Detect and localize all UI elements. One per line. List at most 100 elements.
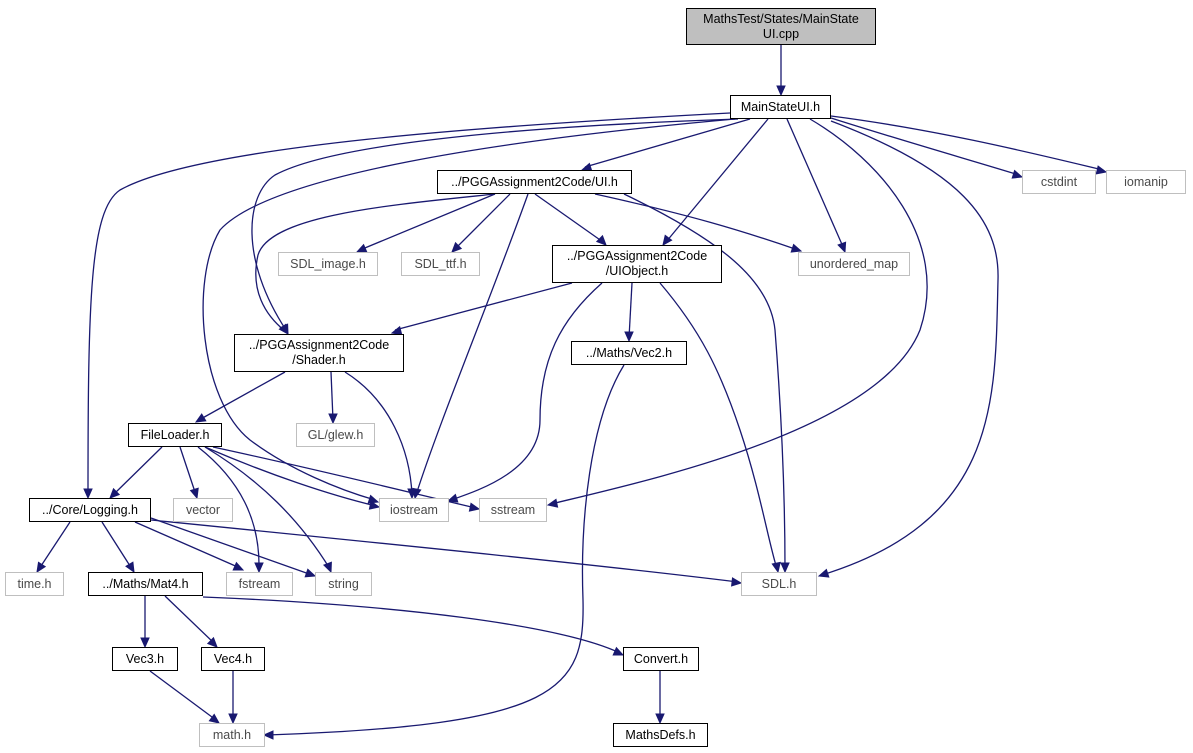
node-label: FileLoader.h [140, 427, 210, 442]
node-label: Vec3.h [125, 651, 165, 666]
node-unordered-map: unordered_map [798, 252, 910, 276]
arrowhead-uiobject-to-vec2 [624, 331, 634, 343]
arrowhead-mat4-to-convert [612, 646, 625, 656]
node-label: SDL_ttf.h [414, 256, 467, 271]
edge-uiobject-to-sdl [659, 282, 778, 570]
edge-mainstate-to-shader [251, 118, 739, 331]
edge-ui-to-sdl [623, 193, 786, 570]
node-label: vector [185, 502, 221, 517]
node-uiobject-h[interactable]: ../PGGAssignment2Code /UIObject.h [552, 245, 722, 283]
node-sdl-image-h: SDL_image.h [278, 252, 378, 276]
node-mainstate-ui-h[interactable]: MainStateUI.h [730, 95, 831, 119]
edge-shader-to-glew [330, 371, 334, 421]
node-label-line: UI.cpp [762, 26, 800, 41]
arrowhead-vec4-to-math [228, 713, 238, 725]
edge-ui-to-shader [255, 193, 496, 332]
node-label: ../Core/Logging.h [42, 502, 138, 517]
node-label-line: ../PGGAssignment2Code [248, 338, 390, 352]
edge-logging-to-mat4 [101, 521, 133, 570]
arrowhead-ui-to-sdl [780, 562, 790, 574]
edge-ui-to-sdlimage [359, 193, 496, 251]
node-label: ../Maths/Vec2.h [585, 345, 673, 360]
node-label: iomanip [1124, 174, 1168, 189]
node-label-line: MathsTest/States/MainState [703, 11, 859, 26]
node-convert-h[interactable]: Convert.h [623, 647, 699, 671]
node-label: MainStateUI.h [740, 99, 821, 114]
node-label: Vec4.h [213, 651, 253, 666]
arrowhead-logging-to-fstream [232, 561, 245, 571]
arrowhead-logging-to-mat4 [125, 561, 135, 574]
arrowhead-mainstate-to-sdl [817, 568, 830, 578]
arrowhead-ui-to-shader [278, 323, 289, 335]
node-label: math.h [212, 727, 252, 742]
arrowhead-logging-to-string [304, 568, 317, 578]
edge-fileloader-to-vector [179, 446, 197, 496]
node-vec3-h[interactable]: Vec3.h [112, 647, 178, 671]
edge-ui-to-unordered [594, 193, 799, 251]
node-vec2-h[interactable]: ../Maths/Vec2.h [571, 341, 687, 365]
arrowhead-fileloader-to-iostream [368, 500, 381, 510]
arrowhead-shader-to-fileloader [194, 413, 207, 423]
edge-mat4-to-vec4 [164, 595, 216, 645]
arrowhead-vec3-to-math [208, 713, 220, 724]
node-iostream: iostream [379, 498, 449, 522]
node-label: fstream [238, 576, 281, 591]
arrowhead-mainstate-to-sstream [546, 498, 559, 508]
arrowhead-fileloader-to-string [322, 561, 332, 574]
edge-fileloader-to-string [204, 446, 331, 570]
node-label: SDL_image.h [290, 256, 366, 271]
node-mat4-h[interactable]: ../Maths/Mat4.h [88, 572, 203, 596]
edge-logging-to-string [150, 517, 313, 576]
node-sdl-ttf-h: SDL_ttf.h [401, 252, 480, 276]
arrowhead-ui-to-unordered [790, 243, 803, 253]
edge-uiobject-to-iostream [450, 282, 603, 501]
node-label: ../Maths/Mat4.h [102, 576, 189, 591]
edge-mainstate-to-sstream [550, 118, 928, 505]
edge-mainstate-to-unordered [786, 118, 845, 250]
arrowhead-mainstate-to-iostream [367, 494, 380, 504]
node-label: sstream [490, 502, 536, 517]
arrowhead-convert-to-mathsdefs [655, 713, 665, 725]
edge-uiobject-to-vec2 [628, 282, 633, 339]
node-label: GL/glew.h [307, 427, 364, 442]
node-vec4-h[interactable]: Vec4.h [201, 647, 265, 671]
node-label: MathsDefs.h [625, 727, 696, 742]
edge-mainstate-to-iomanip [830, 115, 1104, 171]
arrowhead-ui-to-sdlimage [355, 243, 368, 253]
node-label: ../PGGAssignment2Code/UI.h [451, 174, 618, 189]
arrowhead-logging-to-time [36, 561, 47, 574]
arrowhead-root-to-mainstate [776, 85, 786, 97]
edge-shader-to-fileloader [198, 371, 286, 421]
node-logging-h[interactable]: ../Core/Logging.h [29, 498, 151, 522]
arrowhead-fileloader-to-sstream [468, 502, 481, 512]
arrowhead-uiobject-to-shader [390, 325, 403, 336]
node-label: unordered_map [809, 256, 899, 271]
node-fileloader-h[interactable]: FileLoader.h [128, 423, 222, 447]
node-mathsdefs-h[interactable]: MathsDefs.h [613, 723, 708, 747]
arrowhead-mainstate-to-uiobject [662, 234, 673, 246]
edge-mainstate-to-logging [87, 112, 731, 496]
edge-logging-to-fstream [134, 521, 241, 569]
node-label: cstdint [1040, 174, 1078, 189]
arrowhead-logging-to-sdl [731, 577, 743, 587]
node-ui-h[interactable]: ../PGGAssignment2Code/UI.h [437, 170, 632, 194]
edge-fileloader-to-fstream [197, 446, 260, 570]
node-label: string [328, 576, 359, 591]
edge-ui-to-uiobject [534, 193, 604, 243]
edge-vec2-to-math [266, 364, 625, 736]
node-gl-glew-h: GL/glew.h [296, 423, 375, 447]
node-label: SDL.h [761, 576, 797, 591]
edge-mainstate-to-uiobject [665, 118, 769, 243]
arrowhead-mainstate-to-logging [83, 488, 93, 500]
arrowhead-uiobject-to-iostream [446, 493, 459, 503]
arrowhead-ui-to-uiobject [595, 234, 607, 246]
node-iomanip: iomanip [1106, 170, 1186, 194]
arrowhead-fileloader-to-fstream [254, 562, 264, 574]
node-label: iostream [390, 502, 438, 517]
dependency-edges [36, 45, 1108, 740]
arrowhead-fileloader-to-vector [189, 487, 199, 500]
edge-mat4-to-convert [202, 596, 621, 654]
node-root-file: MathsTest/States/MainState UI.cpp [686, 8, 876, 45]
node-shader-h[interactable]: ../PGGAssignment2Code /Shader.h [234, 334, 404, 372]
